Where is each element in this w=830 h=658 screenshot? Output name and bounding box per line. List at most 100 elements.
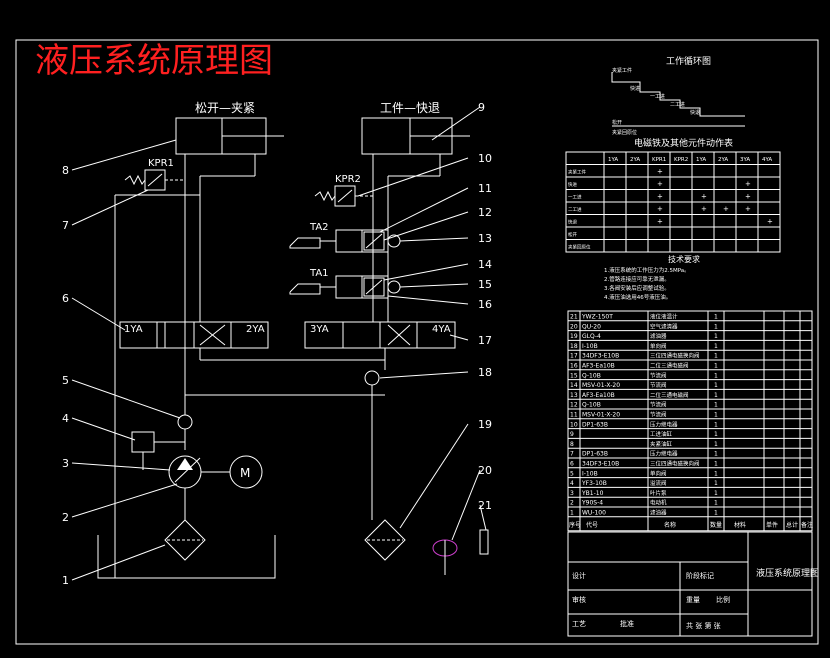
part-code: I-10B <box>582 343 598 350</box>
action-header: KPR2 <box>674 157 688 163</box>
motor-label: M <box>240 466 250 480</box>
action-cell: + <box>657 168 663 176</box>
callout-16: 16 <box>478 298 492 311</box>
scale-label: 比例 <box>716 595 730 604</box>
parts-header: 材料 <box>734 521 746 529</box>
parts-header: 序号 <box>569 521 581 529</box>
action-cell: + <box>657 180 663 188</box>
sheet-label: 共 张 第 张 <box>686 621 721 630</box>
note-line: 3.各阀安装后应调整试验。 <box>604 284 670 292</box>
cycle-step: 夹紧回原位 <box>612 129 637 136</box>
part-name: 滤油器 <box>650 509 667 517</box>
part-qty: 1 <box>714 363 718 370</box>
callout-18: 18 <box>478 366 492 379</box>
part-code: Q-10B <box>582 372 601 379</box>
part-qty: 1 <box>714 480 718 487</box>
part-code: YWZ-150T <box>581 314 613 321</box>
part-qty: 1 <box>714 431 718 438</box>
part-name: 滤油器 <box>650 332 667 340</box>
action-cell: + <box>723 205 729 213</box>
note-line: 2.管路连接应可靠无泄漏。 <box>604 275 670 283</box>
parts-header: 代号 <box>586 521 598 529</box>
part-name: 液位液温计 <box>650 313 678 321</box>
clamp-label: 松开—夹紧 <box>195 101 255 115</box>
part-index: 15 <box>570 372 578 379</box>
part-index: 2 <box>570 500 574 507</box>
cycle-step: 二工进 <box>670 101 685 108</box>
ta1-label: TA1 <box>309 268 329 279</box>
part-name: 节流阀 <box>650 381 667 389</box>
part-name: 单向阀 <box>650 342 667 350</box>
part-qty: 1 <box>714 402 718 409</box>
action-cell: + <box>767 218 773 226</box>
action-row-label: 快退 <box>568 219 577 226</box>
parts-header: 备注 <box>801 521 813 529</box>
callout-1: 1 <box>62 574 69 587</box>
action-row-label: 松开 <box>568 231 577 238</box>
callout-21: 21 <box>478 499 492 512</box>
part-index: 18 <box>570 343 578 350</box>
part-index: 19 <box>570 333 578 340</box>
part-qty: 1 <box>714 372 718 379</box>
part-index: 4 <box>570 480 574 487</box>
title-block: 液压系统原理图 设计 审核 工艺 批准 阶段标记 重量 比例 共 张 第 张 <box>567 531 819 637</box>
designer-label: 设计 <box>572 571 586 580</box>
part-code: MSV-01-X-20 <box>582 382 620 389</box>
callout-8: 8 <box>62 164 69 177</box>
part-index: 10 <box>570 421 578 428</box>
part-name: 节流阀 <box>650 371 667 379</box>
part-qty: 1 <box>714 490 718 497</box>
stage-label: 阶段标记 <box>686 571 714 580</box>
action-header: 1YA <box>608 157 618 163</box>
part-index: 13 <box>570 392 578 399</box>
sol-1ya-label: 1YA <box>124 324 143 335</box>
part-qty: 1 <box>714 461 718 468</box>
part-index: 1 <box>570 510 574 517</box>
kpr1-label: KPR1 <box>148 158 174 169</box>
action-cell: + <box>657 193 663 201</box>
part-name: 叶片泵 <box>650 489 667 497</box>
part-index: 6 <box>570 461 574 468</box>
action-cell: + <box>701 193 707 201</box>
action-cell: + <box>745 180 751 188</box>
part-qty: 1 <box>714 343 718 350</box>
cycle-step: 松开 <box>612 119 622 126</box>
part-name: 电动机 <box>650 499 667 507</box>
callout-leaders <box>71 106 487 581</box>
part-index: 20 <box>570 323 578 330</box>
relief-valve <box>131 431 155 453</box>
sol-3ya-label: 3YA <box>310 324 329 335</box>
technical-notes: 1.液压系统的工作压力为2.5MPa。2.管路连接应可靠无泄漏。3.各阀安装后应… <box>604 266 690 301</box>
part-qty: 1 <box>714 353 718 360</box>
action-cell: + <box>745 193 751 201</box>
callout-5: 5 <box>62 374 69 387</box>
part-qty: 1 <box>714 441 718 448</box>
suction-filter <box>164 519 206 561</box>
part-qty: 1 <box>714 382 718 389</box>
part-index: 11 <box>570 412 578 419</box>
part-code: 34DF3-E10B <box>582 461 619 468</box>
feed-label: 工件—快退 <box>380 101 440 115</box>
action-table-title: 电磁铁及其他元件动作表 <box>634 137 733 149</box>
part-code: QU-20 <box>582 323 601 330</box>
part-code: Y90S-4 <box>581 500 603 507</box>
part-index: 21 <box>570 314 578 321</box>
part-code: GLQ-4 <box>582 333 601 340</box>
part-qty: 1 <box>714 510 718 517</box>
action-row-label: 夹紧回原位 <box>568 244 591 251</box>
callout-4: 4 <box>62 412 69 425</box>
parts-header: 数量 <box>710 521 722 529</box>
kpr2-label: KPR2 <box>335 174 361 185</box>
action-row-label: 夹紧工件 <box>568 169 586 176</box>
part-name: 节流阀 <box>650 411 667 419</box>
action-cell: + <box>657 205 663 213</box>
sol-2ya-label: 2YA <box>246 324 265 335</box>
callout-11: 11 <box>478 182 492 195</box>
parts-header: 单件 <box>766 521 778 529</box>
tank <box>97 535 276 579</box>
part-name: 溢流阀 <box>650 479 667 487</box>
action-cell: + <box>745 205 751 213</box>
callout-6: 6 <box>62 292 69 305</box>
craft-label: 工艺 <box>572 620 586 628</box>
